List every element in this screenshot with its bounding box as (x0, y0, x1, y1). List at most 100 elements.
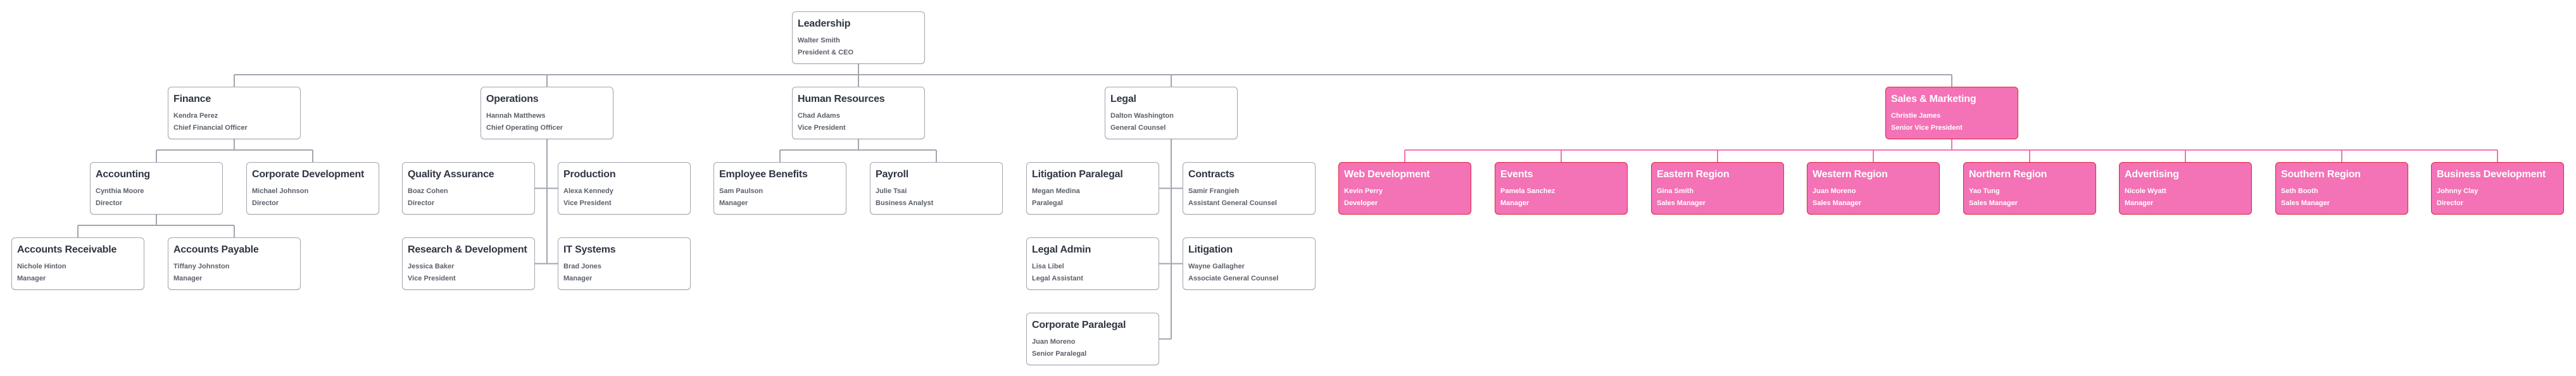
person-name: Walter Smith (798, 37, 840, 44)
person-name: Dalton Washington (1110, 112, 1174, 120)
department-label: Litigation (1188, 244, 1233, 255)
role-title: Director (96, 199, 123, 207)
role-title: Manager (719, 199, 748, 207)
department-label: Web Development (1344, 169, 1430, 180)
role-title: Senior Paralegal (1032, 350, 1087, 358)
department-label: Northern Region (1969, 169, 2047, 180)
person-name: Tiffany Johnston (173, 263, 230, 270)
person-name: Julie Tsai (876, 187, 907, 195)
person-name: Lisa Libel (1032, 263, 1064, 270)
person-name: Johnny Clay (2437, 187, 2479, 195)
person-name: Hannah Matthews (486, 112, 546, 120)
role-title: President & CEO (798, 49, 854, 56)
department-label: Contracts (1188, 169, 1235, 180)
department-label: Legal Admin (1032, 244, 1091, 255)
department-label: Legal (1110, 94, 1136, 104)
person-name: Gina Smith (1657, 187, 1694, 195)
role-title: Vice President (563, 199, 612, 207)
role-title: Sales Manager (1813, 199, 1862, 207)
role-title: Manager (173, 275, 203, 282)
role-title: Manager (17, 275, 46, 282)
role-title: Manager (563, 275, 593, 282)
department-label: Operations (486, 94, 539, 104)
person-name: Seth Booth (2281, 187, 2318, 195)
person-name: Yao Tung (1969, 187, 2000, 195)
department-label: Litigation Paralegal (1032, 169, 1123, 180)
person-name: Sam Paulson (719, 187, 763, 195)
role-title: Developer (1344, 199, 1378, 207)
person-name: Samir Frangieh (1188, 187, 1240, 195)
department-label: Corporate Development (252, 169, 365, 180)
department-label: Accounts Receivable (17, 244, 117, 255)
department-label: Accounts Payable (173, 244, 259, 255)
department-label: Advertising (2125, 169, 2179, 180)
department-label: Business Development (2437, 169, 2546, 180)
department-label: IT Systems (563, 244, 616, 255)
person-name: Boaz Cohen (408, 187, 448, 195)
department-label: Quality Assurance (408, 169, 494, 180)
department-label: Corporate Paralegal (1032, 320, 1126, 330)
role-title: Vice President (408, 275, 456, 282)
role-title: Business Analyst (876, 199, 934, 207)
person-name: Brad Jones (563, 263, 601, 270)
person-name: Kendra Perez (173, 112, 218, 120)
role-title: Assistant General Counsel (1188, 199, 1277, 207)
role-title: Legal Assistant (1032, 275, 1083, 282)
role-title: Director (2437, 199, 2464, 207)
role-title: Sales Manager (2281, 199, 2330, 207)
person-name: Jessica Baker (408, 263, 455, 270)
role-title: Senior Vice President (1891, 124, 1963, 132)
person-name: Wayne Gallagher (1188, 263, 1245, 270)
department-label: Production (563, 169, 616, 180)
department-label: Accounting (96, 169, 150, 180)
role-title: Associate General Counsel (1188, 275, 1279, 282)
role-title: Director (252, 199, 279, 207)
role-title: General Counsel (1110, 124, 1166, 132)
person-name: Nichole Hinton (17, 263, 66, 270)
role-title: Chief Operating Officer (486, 124, 563, 132)
person-name: Juan Moreno (1032, 338, 1076, 346)
role-title: Manager (1500, 199, 1530, 207)
person-name: Christie James (1891, 112, 1941, 120)
person-name: Alexa Kennedy (563, 187, 613, 195)
department-label: Leadership (798, 18, 851, 29)
department-label: Western Region (1813, 169, 1888, 180)
department-label: Southern Region (2281, 169, 2361, 180)
person-name: Kevin Perry (1344, 187, 1383, 195)
person-name: Megan Medina (1032, 187, 1080, 195)
person-name: Juan Moreno (1813, 187, 1856, 195)
role-title: Sales Manager (1969, 199, 2018, 207)
role-title: Sales Manager (1657, 199, 1706, 207)
department-label: Eastern Region (1657, 169, 1730, 180)
